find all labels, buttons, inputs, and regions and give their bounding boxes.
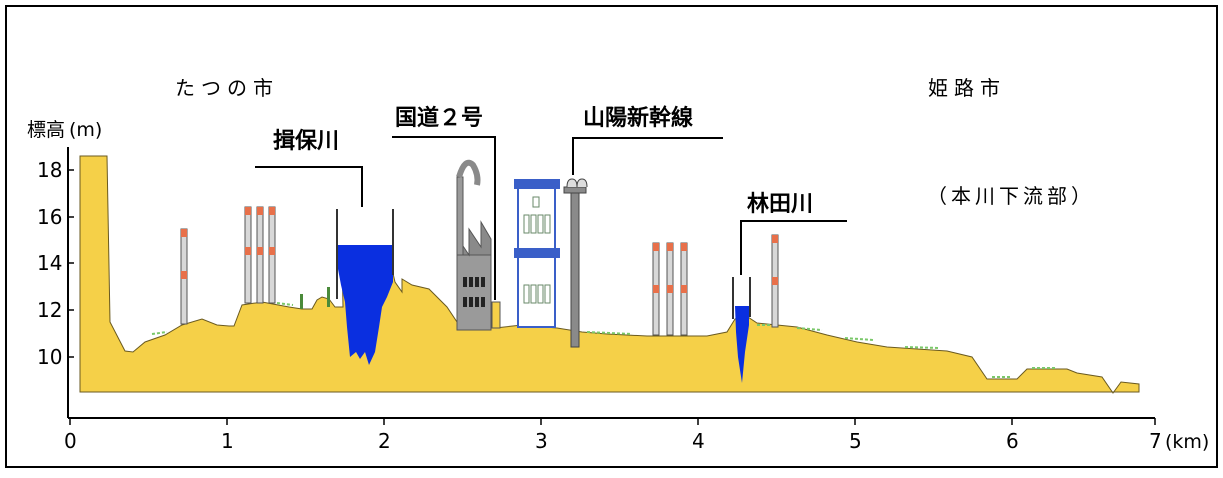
y-tick-10: 10 xyxy=(37,345,62,369)
apartment-building xyxy=(514,179,560,328)
small-pole xyxy=(300,294,303,309)
grass-markings xyxy=(151,302,1057,378)
elevation-profile-figure: 18 16 14 12 10 標高 (m) 0 1 2 3 4 5 6 7 (k… xyxy=(5,5,1218,468)
x-tick-6: 6 xyxy=(1006,429,1019,453)
y-tick-18: 18 xyxy=(37,158,62,182)
left-city-label: たつの市 xyxy=(175,76,279,100)
right-city-note: （本川下流部） xyxy=(927,184,1095,208)
small-pole-2 xyxy=(327,287,330,307)
y-ticks xyxy=(68,169,74,358)
y-axis-unit: (m) xyxy=(69,119,102,141)
route2-embankment xyxy=(491,301,501,329)
shinkansen-label: 山陽新幹線 xyxy=(583,105,693,131)
x-tick-2: 2 xyxy=(378,429,391,453)
hayashida-river-water xyxy=(735,306,749,383)
x-tick-3: 3 xyxy=(535,429,548,453)
x-ticks xyxy=(69,418,1156,425)
right-city-label: 姫路市 xyxy=(928,76,1006,100)
x-tick-4: 4 xyxy=(692,429,705,453)
shinkansen-leader xyxy=(572,137,723,175)
x-tick-1: 1 xyxy=(221,429,234,453)
x-tick-7: 7 xyxy=(1149,429,1162,453)
hayashida-river-leader xyxy=(740,220,847,275)
ibo-river-water xyxy=(338,245,393,365)
power-towers xyxy=(180,206,779,336)
ibo-river-leader xyxy=(255,166,363,207)
y-axis-title: 標高 xyxy=(27,119,65,141)
x-tick-5: 5 xyxy=(849,429,862,453)
ibo-river-label: 揖保川 xyxy=(273,129,339,154)
y-tick-12: 12 xyxy=(37,298,62,322)
y-tick-16: 16 xyxy=(37,205,62,229)
factory xyxy=(456,159,492,331)
shinkansen-pier xyxy=(563,178,588,348)
ground-profile xyxy=(79,155,1140,394)
x-tick-0: 0 xyxy=(64,429,77,453)
x-axis-unit: (km) xyxy=(1165,431,1209,453)
y-tick-14: 14 xyxy=(37,251,62,275)
route2-leader xyxy=(392,136,496,300)
route2-label: 国道２号 xyxy=(395,105,483,131)
hayashida-river-label: 林田川 xyxy=(747,192,813,217)
